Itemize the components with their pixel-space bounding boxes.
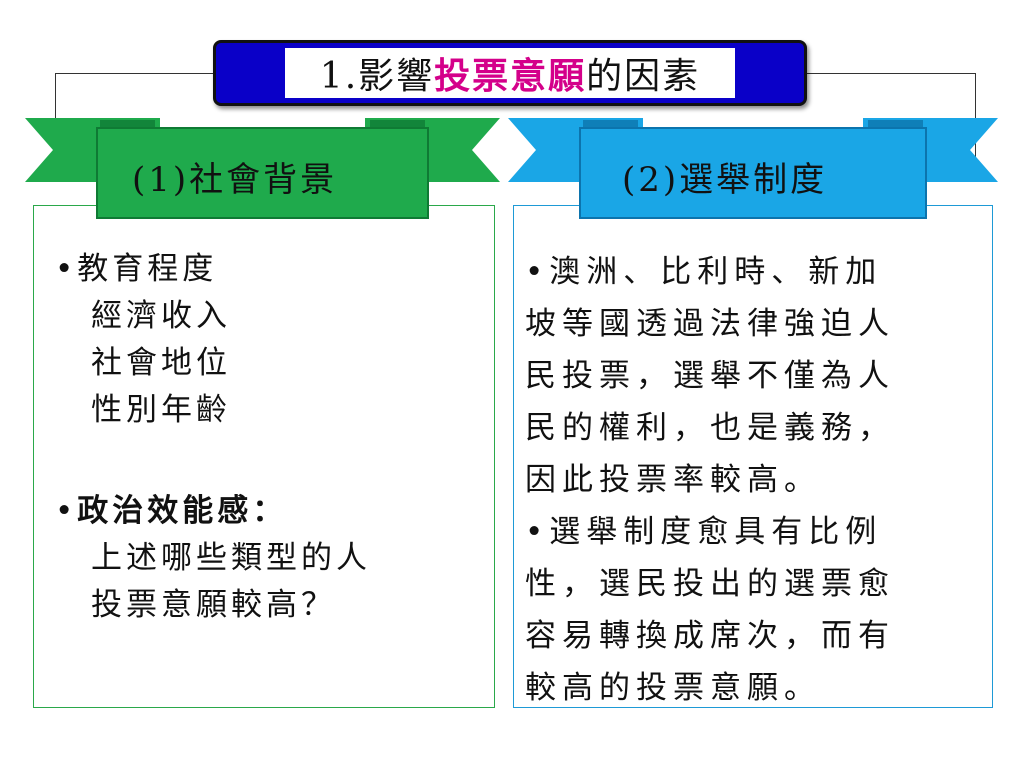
text-line: 性，選民投出的選票愈	[525, 566, 895, 602]
efficacy-question-line-1: 上述哪些類型的人	[91, 540, 371, 576]
factor-gender-age: 性別年齡	[91, 392, 231, 428]
ribbon-social-background	[25, 118, 500, 219]
ribbon-label-electoral-system: (2)選舉制度	[622, 160, 828, 200]
text-line: 較高的投票意願。	[525, 670, 821, 706]
factor-income: 經濟收入	[91, 298, 231, 334]
bullet-mark: •	[55, 251, 78, 287]
text-line: 因此投票率較高。	[525, 462, 821, 498]
title-banner: 1.影響投票意願的因素	[213, 40, 807, 106]
political-efficacy-block: •政治效能感： 上述哪些類型的人 投票意願較高？	[55, 488, 371, 629]
text-line: 民投票，選舉不僅為人	[525, 358, 895, 394]
text-line: •選舉制度愈具有比例	[525, 514, 883, 550]
factor-education: 教育程度	[77, 251, 218, 287]
electoral-system-text: •澳洲、比利時、新加 坡等國透過法律強迫人 民投票，選舉不僅為人 民的權利，也是…	[525, 246, 965, 714]
title-highlight: 投票意願	[434, 55, 587, 97]
social-factors-list: •教育程度 經濟收入 社會地位 性別年齡	[55, 246, 231, 434]
title-text: 1.影響投票意願的因素	[285, 48, 735, 98]
political-efficacy-colon: ：	[252, 493, 288, 529]
text-line: •澳洲、比利時、新加	[525, 254, 883, 290]
text-line: 容易轉換成席次，而有	[525, 618, 895, 654]
ribbon-label-social-background: (1)社會背景	[132, 160, 338, 200]
ribbon-electoral-system	[508, 118, 998, 219]
title-suffix: 的因素	[586, 56, 701, 97]
text-line: 坡等國透過法律強迫人	[525, 306, 895, 342]
list-item: •教育程度	[55, 246, 231, 293]
title-prefix: 1.影響	[319, 56, 435, 97]
electoral-system-panel	[513, 205, 993, 708]
text-line: 民的權利，也是義務，	[525, 410, 895, 446]
list-item: •政治效能感：	[55, 488, 371, 535]
factor-social-status: 社會地位	[91, 345, 231, 381]
bullet-mark: •	[55, 493, 78, 529]
political-efficacy-title: 政治效能感	[77, 493, 253, 529]
efficacy-question-line-2: 投票意願較高？	[91, 587, 336, 623]
